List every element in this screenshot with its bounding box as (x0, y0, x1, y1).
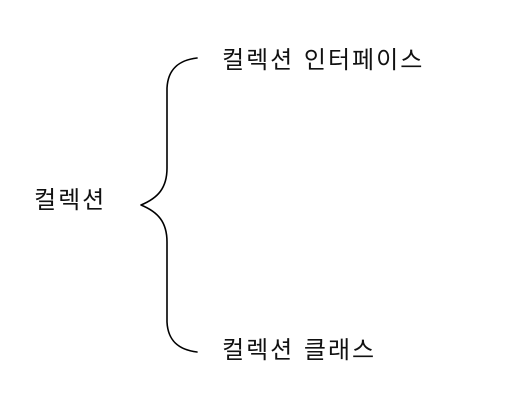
branch-label-class: 컬렉션 클래스 (222, 336, 377, 364)
root-node-label: 컬렉션 (34, 186, 107, 214)
branch-label-interface: 컬렉션 인터페이스 (222, 46, 425, 74)
